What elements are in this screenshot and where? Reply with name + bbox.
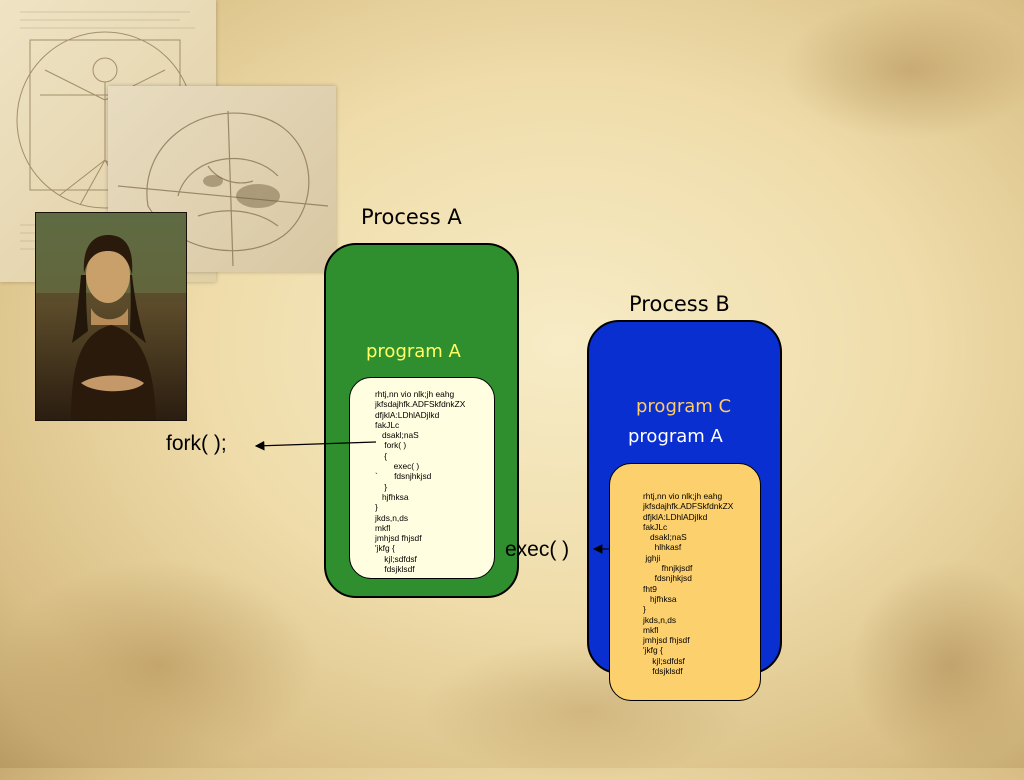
code-line: mkfl — [643, 624, 659, 635]
code-line: jghji — [643, 552, 661, 563]
code-line: ` fdsnjhkjsd — [375, 471, 432, 482]
code-line: dsakl;naS — [643, 532, 687, 543]
code-line: rhtj,nn vio nlk;jh eahg — [375, 389, 455, 399]
code-line: exec( ) — [375, 461, 420, 472]
code-line: dfjklA:LDhlADjlkd — [643, 511, 708, 522]
code-line: fdsjklsdf — [643, 666, 683, 677]
fork-call-label: fork( ); — [166, 432, 227, 455]
program-a-label: program A — [366, 341, 461, 362]
code-line: kjl;sdfdsf — [375, 553, 417, 564]
code-line: kjl;sdfdsf — [643, 655, 685, 666]
code-line: hjfhksa — [375, 491, 409, 502]
program-a-label-process-b: program A — [628, 426, 723, 447]
code-line: fakJLc — [643, 521, 668, 532]
code-line: jmhjsd fhjsdf — [375, 533, 422, 544]
code-line: } — [643, 604, 646, 615]
code-line: jkds,n,ds — [375, 512, 409, 523]
code-line: jkfsdajhfk.ADFSkfdnkZX — [643, 501, 734, 512]
code-line: } — [375, 502, 378, 513]
code-line: fdsjklsdf — [375, 564, 415, 575]
code-line: 'jkfg { — [375, 543, 395, 554]
code-line: fork( ) — [375, 440, 407, 451]
code-line: { — [375, 450, 388, 461]
code-line: } — [375, 481, 388, 492]
code-line: fhnjkjsdf — [643, 563, 693, 574]
program-c-code-box: rhtj,nn vio nlk;jh eahg jkfsdajhfk.ADFSk… — [609, 463, 761, 701]
fork-arrow — [254, 440, 377, 451]
code-line: hlhkasf — [643, 542, 682, 553]
code-line: hjfhksa — [643, 593, 677, 604]
code-line: dfjklA:LDhlADjlkd — [375, 409, 440, 420]
code-line: dsakl;naS — [375, 430, 419, 441]
process-b-title: Process B — [629, 292, 730, 316]
code-line: fht9 — [643, 583, 657, 594]
code-line: fakJLc — [375, 419, 400, 430]
code-line: fdsnjhkjsd — [643, 573, 692, 584]
exec-call-label: exec( ) — [505, 538, 570, 561]
program-a-code-box: rhtj,nn vio nlk;jh eahg jkfsdajhfk.ADFSk… — [349, 377, 495, 579]
code-line: 'jkfg { — [643, 645, 663, 656]
code-line: mkfl — [375, 522, 391, 533]
process-a-title: Process A — [361, 205, 462, 229]
program-c-label: program C — [636, 396, 732, 417]
code-line: jkds,n,ds — [643, 614, 677, 625]
code-line: jkfsdajhfk.ADFSkfdnkZX — [375, 399, 466, 410]
mona-lisa-image — [35, 212, 187, 421]
code-line: jmhjsd fhjsdf — [643, 635, 690, 646]
code-line: rhtj,nn vio nlk;jh eahg — [643, 491, 723, 501]
